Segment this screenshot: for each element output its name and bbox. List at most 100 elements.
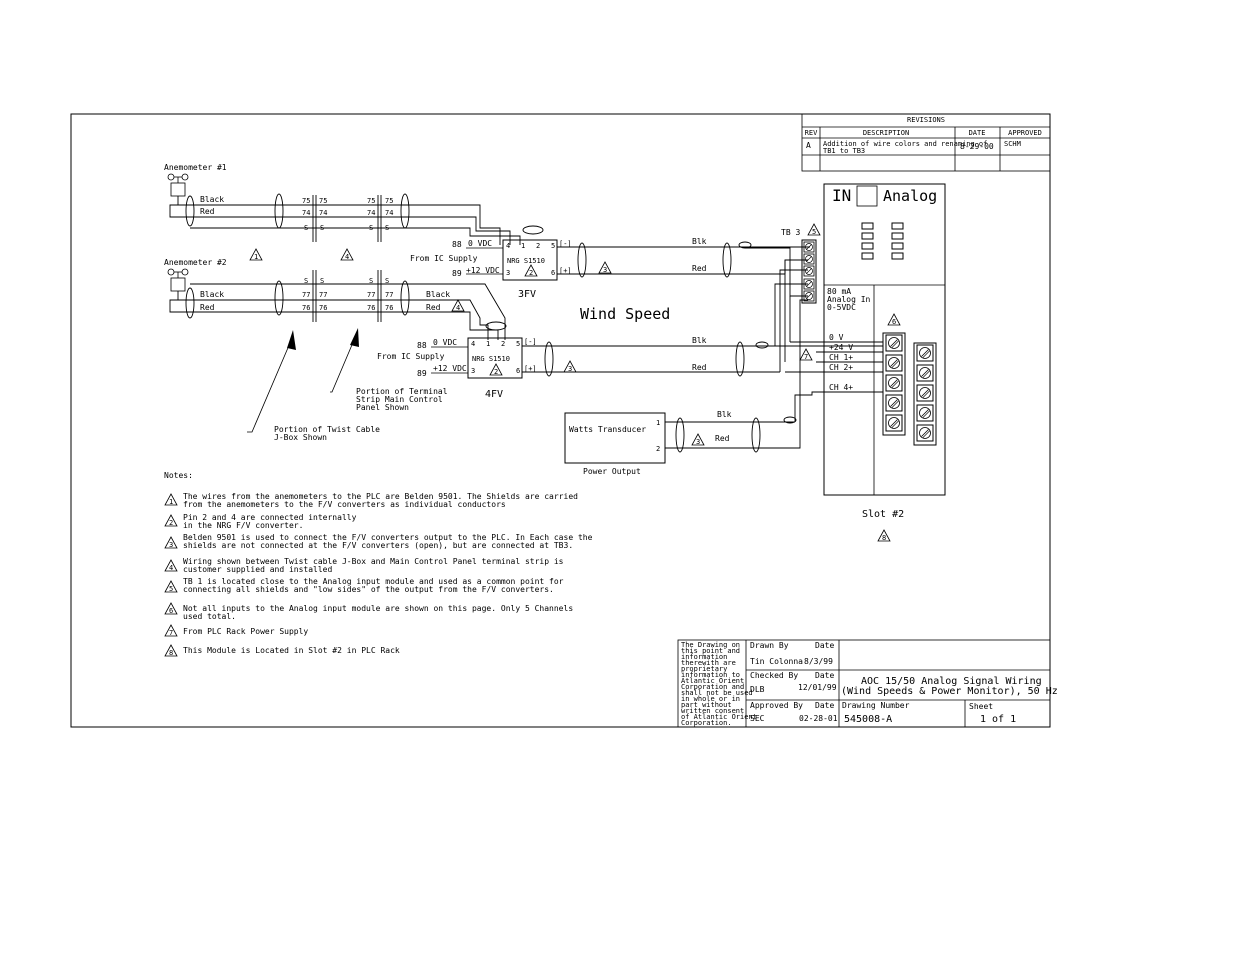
screw-terminal (885, 334, 903, 352)
anemometer-1-wires (169, 193, 544, 245)
rev-col-header: REV (805, 129, 818, 137)
terminal-callout: Strip Main Control (356, 395, 443, 404)
note-marker-num: 3 (568, 365, 572, 373)
anemometer-1-label: Anemometer #1 (164, 163, 227, 172)
pin-label: 2 (536, 242, 540, 250)
date-label: Date (815, 671, 834, 680)
module-analog-label: Analog (883, 187, 937, 205)
svg-text:shall not be used: shall not be used (681, 689, 753, 697)
wind-speed-label: Wind Speed (580, 305, 670, 323)
note-6-line: Not all inputs to the Analog input modul… (183, 604, 573, 613)
note-marker-num: 8 (882, 534, 886, 542)
screw-terminal (916, 384, 934, 402)
note-marker-num: 2 (529, 269, 533, 277)
converter-4fv-box (467, 337, 523, 379)
note-8-line: This Module is Located in Slot #2 in PLC… (183, 646, 400, 655)
converter-3fv-box (502, 239, 558, 281)
converter-4fv-model: NRG S1510 (472, 355, 510, 363)
drawing-title-line1: AOC 15/50 Analog Signal Wiring (861, 676, 1042, 687)
checked-by-name: DLB (750, 685, 765, 694)
converter-4fv-label: 4FV (485, 389, 503, 400)
notes-heading: Notes: (164, 471, 193, 480)
supply-num: 89 (417, 369, 427, 378)
supply-num: 88 (452, 240, 462, 249)
anemometer-1-icon (167, 173, 189, 197)
revisions-heading: REVISIONS (907, 116, 945, 124)
vdc12-label: +12 VDC (433, 364, 467, 373)
note-7-line: From PLC Rack Power Supply (183, 627, 308, 636)
drawing-number: 545008-A (844, 714, 892, 725)
neg-terminal: [-] (559, 240, 572, 248)
approved-col-header: APPROVED (1008, 129, 1042, 137)
rev-approved: SCHM (1004, 140, 1021, 148)
pin-label: 1 (521, 242, 525, 250)
term-label: S (369, 224, 373, 232)
desc-col-header: DESCRIPTION (863, 129, 909, 137)
sheet-value: 1 of 1 (980, 714, 1016, 725)
rev-value: A (806, 141, 811, 150)
drawing-title-line2: (Wind Speeds & Power Monitor), 50 Hz (841, 686, 1058, 697)
term-label: 77 (319, 291, 327, 299)
3fv-output-wires (557, 241, 810, 297)
screw-terminal (916, 424, 934, 442)
3fv-red-label: Red (692, 264, 707, 273)
a2-black-label-right: Black (426, 290, 450, 299)
a1-black-label: Black (200, 195, 224, 204)
rev-date: 8-29-00 (960, 142, 994, 151)
note-marker-num: 4 (456, 304, 460, 312)
converter-3fv-model: NRG S1510 (507, 257, 545, 265)
pin-label: 1 (486, 340, 490, 348)
supply-label: From IC Supply (377, 352, 445, 361)
checked-by-label: Checked By (750, 671, 798, 680)
notes-list: 1 The wires from the anemometers to the … (164, 492, 593, 657)
arrow-head (350, 328, 359, 347)
rev-desc-line2: TB1 to TB3 (823, 147, 865, 155)
approved-by-name: SEC (750, 714, 765, 723)
vdc0-label: 0 VDC (433, 338, 457, 347)
a1-red-label: Red (200, 207, 215, 216)
term-label: S (385, 224, 389, 232)
pin-label: 4 (506, 242, 510, 250)
pin-label: 3 (471, 367, 475, 375)
screw-terminal (916, 364, 934, 382)
term-label: 77 (367, 291, 375, 299)
watts-red-label: Red (715, 434, 730, 443)
svg-text:Corporation.: Corporation. (681, 719, 732, 727)
vdc12-label: +12 VDC (466, 266, 500, 275)
note-3-line: Belden 9501 is used to connect the F/V c… (183, 533, 593, 542)
revisions-block (801, 113, 1051, 172)
channel-label: CH 1+ (829, 353, 853, 362)
note-num: 8 (169, 649, 173, 657)
pos-terminal: [+] (524, 365, 537, 373)
term-label: 77 (302, 291, 310, 299)
term-label: 75 (319, 197, 327, 205)
svg-text:information: information (681, 653, 727, 661)
module-led-grid (861, 222, 904, 260)
svg-text:proprietary: proprietary (681, 665, 727, 673)
pin-label: 3 (506, 269, 510, 277)
note-marker-num: 7 (804, 353, 808, 361)
anemometer-2-wires (169, 270, 507, 340)
3fv-blk-label: Blk (692, 237, 707, 246)
note-num: 2 (169, 519, 173, 527)
svg-text:Atlantic Orient: Atlantic Orient (681, 677, 744, 685)
watts-transducer-box (564, 412, 666, 464)
svg-text:Corporation and: Corporation and (681, 683, 744, 691)
callout-arrows (247, 332, 358, 433)
note-4-line: Wiring shown between Twist cable J-Box a… (183, 557, 564, 566)
term-label: 75 (302, 197, 310, 205)
module-spec: 0-5VDC (827, 303, 856, 312)
note-num: 4 (169, 564, 173, 572)
term-label: 74 (385, 209, 393, 217)
terminal-callout: Panel Shown (356, 403, 409, 412)
module-spec: 80 mA (827, 287, 851, 296)
term-label: S (385, 277, 389, 285)
term-label: 74 (319, 209, 327, 217)
channel-label: CH 4+ (829, 383, 853, 392)
date-label: Date (815, 701, 834, 710)
screw-terminal (885, 414, 903, 432)
checked-date: 12/01/99 (798, 683, 837, 692)
4fv-output-wires (522, 269, 883, 377)
note-2-line: Pin 2 and 4 are connected internally (183, 513, 357, 522)
date-label: Date (815, 641, 834, 650)
